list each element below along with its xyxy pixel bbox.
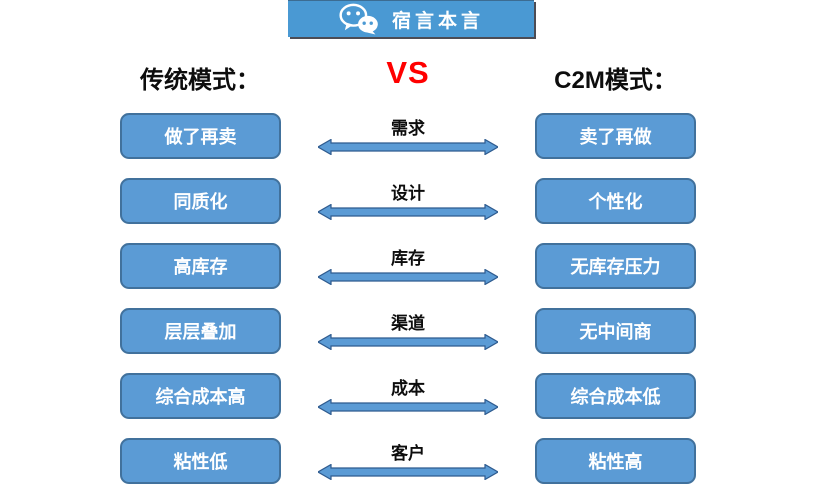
vs-label: VS xyxy=(386,55,430,90)
traditional-mode-title: 传统模式： xyxy=(140,67,260,94)
traditional-box: 同质化 xyxy=(120,178,281,224)
traditional-box: 层层叠加 xyxy=(120,308,281,354)
c2m-box: 粘性高 xyxy=(535,438,696,484)
double-arrow-icon xyxy=(318,399,498,415)
dimension-label: 库存 xyxy=(391,249,425,268)
traditional-box: 综合成本高 xyxy=(120,373,281,419)
double-arrow-icon xyxy=(318,334,498,350)
c2m-box: 无中间商 xyxy=(535,308,696,354)
dimension-label: 需求 xyxy=(391,119,425,138)
header-banner: 宿言本言 xyxy=(288,0,534,37)
traditional-box: 高库存 xyxy=(120,243,281,289)
c2m-box: 个性化 xyxy=(535,178,696,224)
double-arrow-icon xyxy=(318,204,498,220)
c2m-box: 无库存压力 xyxy=(535,243,696,289)
double-arrow-icon xyxy=(318,269,498,285)
c2m-mode-title: C2M模式： xyxy=(554,67,677,94)
dimension-label: 客户 xyxy=(391,444,425,463)
double-arrow-icon xyxy=(318,464,498,480)
wechat-icon xyxy=(339,3,378,35)
traditional-box: 粘性低 xyxy=(120,438,281,484)
dimension-label: 成本 xyxy=(391,379,425,398)
banner-title: 宿言本言 xyxy=(391,10,484,32)
traditional-box: 做了再卖 xyxy=(120,113,281,159)
dimension-label: 渠道 xyxy=(391,314,425,333)
dimension-label: 设计 xyxy=(391,184,425,203)
c2m-box: 卖了再做 xyxy=(535,113,696,159)
c2m-box: 综合成本低 xyxy=(535,373,696,419)
double-arrow-icon xyxy=(318,139,498,155)
